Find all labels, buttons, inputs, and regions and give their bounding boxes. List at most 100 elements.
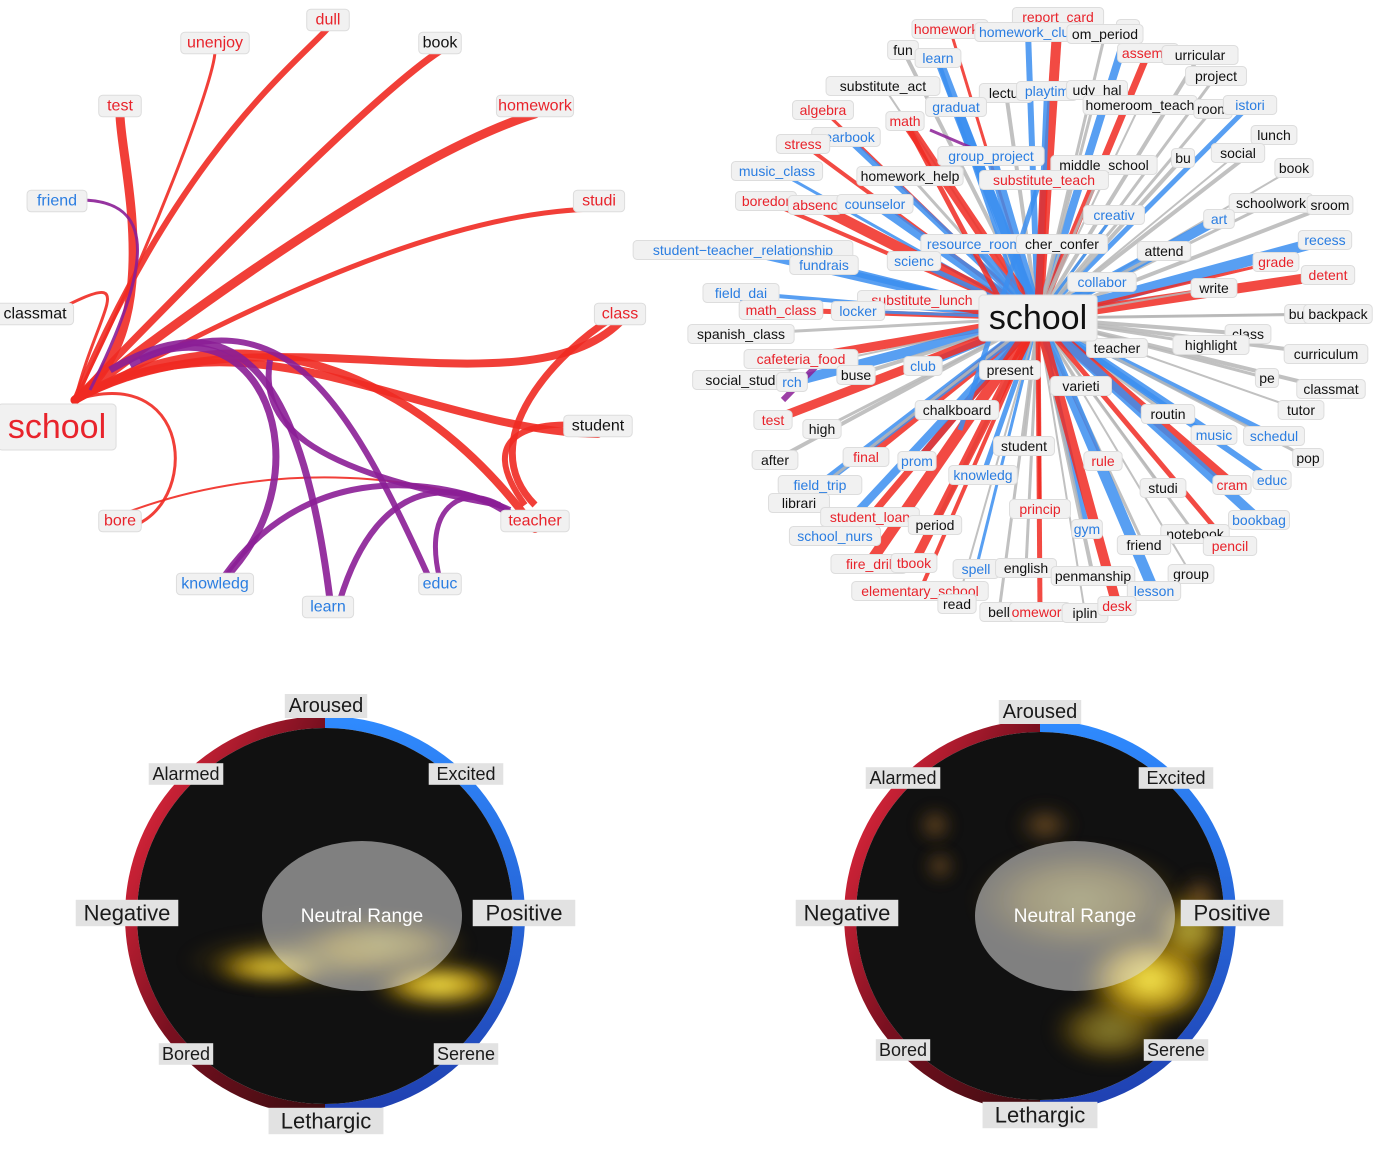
radial-node-stress-text: stress [784, 136, 821, 152]
radial-node-om-period-text: om_period [1072, 26, 1138, 42]
radial-node-final-text: final [853, 449, 879, 465]
radial-node-creativ-box [1083, 205, 1145, 225]
radial-node-buse: buse [836, 365, 876, 385]
radial-node-absenc: absenc [787, 195, 843, 215]
radial-node-scienc-box [886, 251, 942, 271]
radial-node-present-box [979, 360, 1041, 380]
radial-node-report-card-text: report_card [1022, 9, 1094, 25]
arc-node-educ-box [418, 572, 462, 596]
radial-node-math-class: math_class [738, 300, 824, 320]
wheel-label-right: Positive [472, 899, 576, 927]
arc-edge-classmat [33, 290, 109, 402]
radial-node-pe-box [1254, 368, 1280, 388]
radial-node-prom: prom [897, 451, 937, 471]
radial-node-counselor-box [836, 194, 914, 214]
radial-node-homework-club: homework_club [974, 22, 1082, 42]
arc-node-educ-text: educ [423, 576, 458, 593]
radial-node-write: write [1190, 278, 1238, 298]
radial-node-bookbag: bookbag [1228, 510, 1290, 530]
arc-node-learn-box [301, 595, 355, 619]
radial-node-homework-club-text: homework_club [979, 24, 1077, 40]
radial-node-varieti: varieti [1050, 376, 1112, 396]
radial-node-schoolwork-text: schoolwork [1236, 195, 1307, 211]
arc-node-school-box [0, 403, 117, 451]
radial-node-teacher: teacher [1086, 338, 1148, 358]
radial-node-cher-confer-text: cher_confer [1025, 236, 1099, 252]
arc-node-studi-box [572, 189, 626, 213]
radial-edge-school-nurs [832, 315, 1041, 539]
radial-node-recess: recess [1297, 230, 1353, 250]
radial-node-pencil-box [1202, 536, 1258, 556]
wheel-label-top-right: Excited [1138, 767, 1214, 789]
wheel-label-bg [284, 694, 368, 718]
radial-node-teacher-box [1086, 338, 1148, 358]
radial-node-present: present [979, 360, 1041, 380]
radial-node-buse-box [836, 365, 876, 385]
radial-node-pop: pop [1292, 448, 1324, 468]
wheel-label-bg [875, 1039, 931, 1061]
arc-edge-purple-learn [108, 339, 334, 601]
radial-node-classmat: classmat [1296, 379, 1366, 399]
radial-node-math-text: math [889, 113, 920, 129]
radial-node-substitute-teach-box [979, 170, 1109, 190]
radial-node-lunch: lunch [1250, 125, 1298, 145]
radial-node-music-box [1190, 425, 1238, 445]
radial-node-princip: princip [1009, 499, 1071, 519]
radial-node-schedul-text: schedul [1250, 428, 1298, 444]
arc-edge-book [71, 47, 444, 404]
neutral-range-area [262, 841, 462, 991]
radial-node-schedul-box [1243, 426, 1305, 446]
radial-node-music-class: music_class [730, 161, 824, 181]
radial-node-group-box [1167, 564, 1215, 584]
radial-node-studi-box [1139, 478, 1187, 498]
radial-node-music-text: music [1196, 427, 1233, 443]
radial-node-collabor: collabor [1067, 272, 1137, 292]
radial-node-backpack: backpack [1303, 304, 1373, 324]
radial-node-scienc-text: scienc [894, 253, 934, 269]
radial-node-school-nurs: school_nurs [788, 526, 882, 546]
arc-node-teacher-box [500, 509, 570, 533]
radial-node-group-project: group_project [937, 146, 1045, 166]
arc-node-teacher-text: teacher [508, 513, 562, 530]
radial-node-high-text: high [809, 421, 835, 437]
radial-node-istori-box [1222, 95, 1278, 115]
radial-node-final: final [842, 447, 890, 467]
radial-node-chalkboard-box [914, 400, 1000, 420]
radial-node-period-text: period [916, 517, 955, 533]
radial-node-teacher-text: teacher [1094, 340, 1141, 356]
arc-node-friend: friend [26, 189, 88, 213]
radial-node-scienc: scienc [886, 251, 942, 271]
radial-node-rule: rule [1083, 451, 1123, 471]
radial-node-write-box [1190, 278, 1238, 298]
radial-node-friend-box [1116, 535, 1172, 555]
radial-node-report-card: report_card [1011, 7, 1105, 27]
arc-node-book-text: book [423, 35, 459, 52]
radial-node-student-teacher-relationship-text: student−teacher_relationship [653, 242, 833, 258]
radial-node-high: high [802, 419, 842, 439]
arc-node-friend-text: friend [37, 193, 77, 210]
radial-node-present-text: present [987, 362, 1034, 378]
radial-node-yearbook-text: yearbook [817, 129, 876, 145]
radial-edge-bu [1036, 156, 1185, 320]
radial-node-schoolwork: schoolwork [1228, 193, 1314, 213]
arc-node-teacher: teacher [500, 509, 570, 533]
radial-cross-edge-2 [902, 119, 1003, 302]
radial-node-highlight: highlight [1172, 335, 1250, 355]
arc-edge-teacher-class [508, 315, 614, 508]
radial-node-stress-box [775, 134, 831, 154]
radial-node-middle-school-text: middle_school [1059, 157, 1149, 173]
radial-node-bu: bu [1170, 148, 1196, 168]
radial-node-routin-text: routin [1150, 406, 1185, 422]
radial-node-fundrais-box [789, 255, 859, 275]
radial-node-middle-school: middle_school [1050, 155, 1158, 175]
arc-node-book: book [418, 31, 462, 55]
radial-node-studi: studi [1139, 478, 1187, 498]
radial-node-math-box [885, 111, 925, 131]
radial-node-english: english [995, 558, 1057, 578]
radial-node-school-nurs-text: school_nurs [797, 528, 873, 544]
radial-node-music-class-text: music_class [739, 163, 815, 179]
arc-node-knowledg-text: knowledg [181, 576, 249, 593]
wheel-label-text: Serene [437, 1044, 495, 1064]
radial-node-graduat-box [925, 97, 987, 117]
